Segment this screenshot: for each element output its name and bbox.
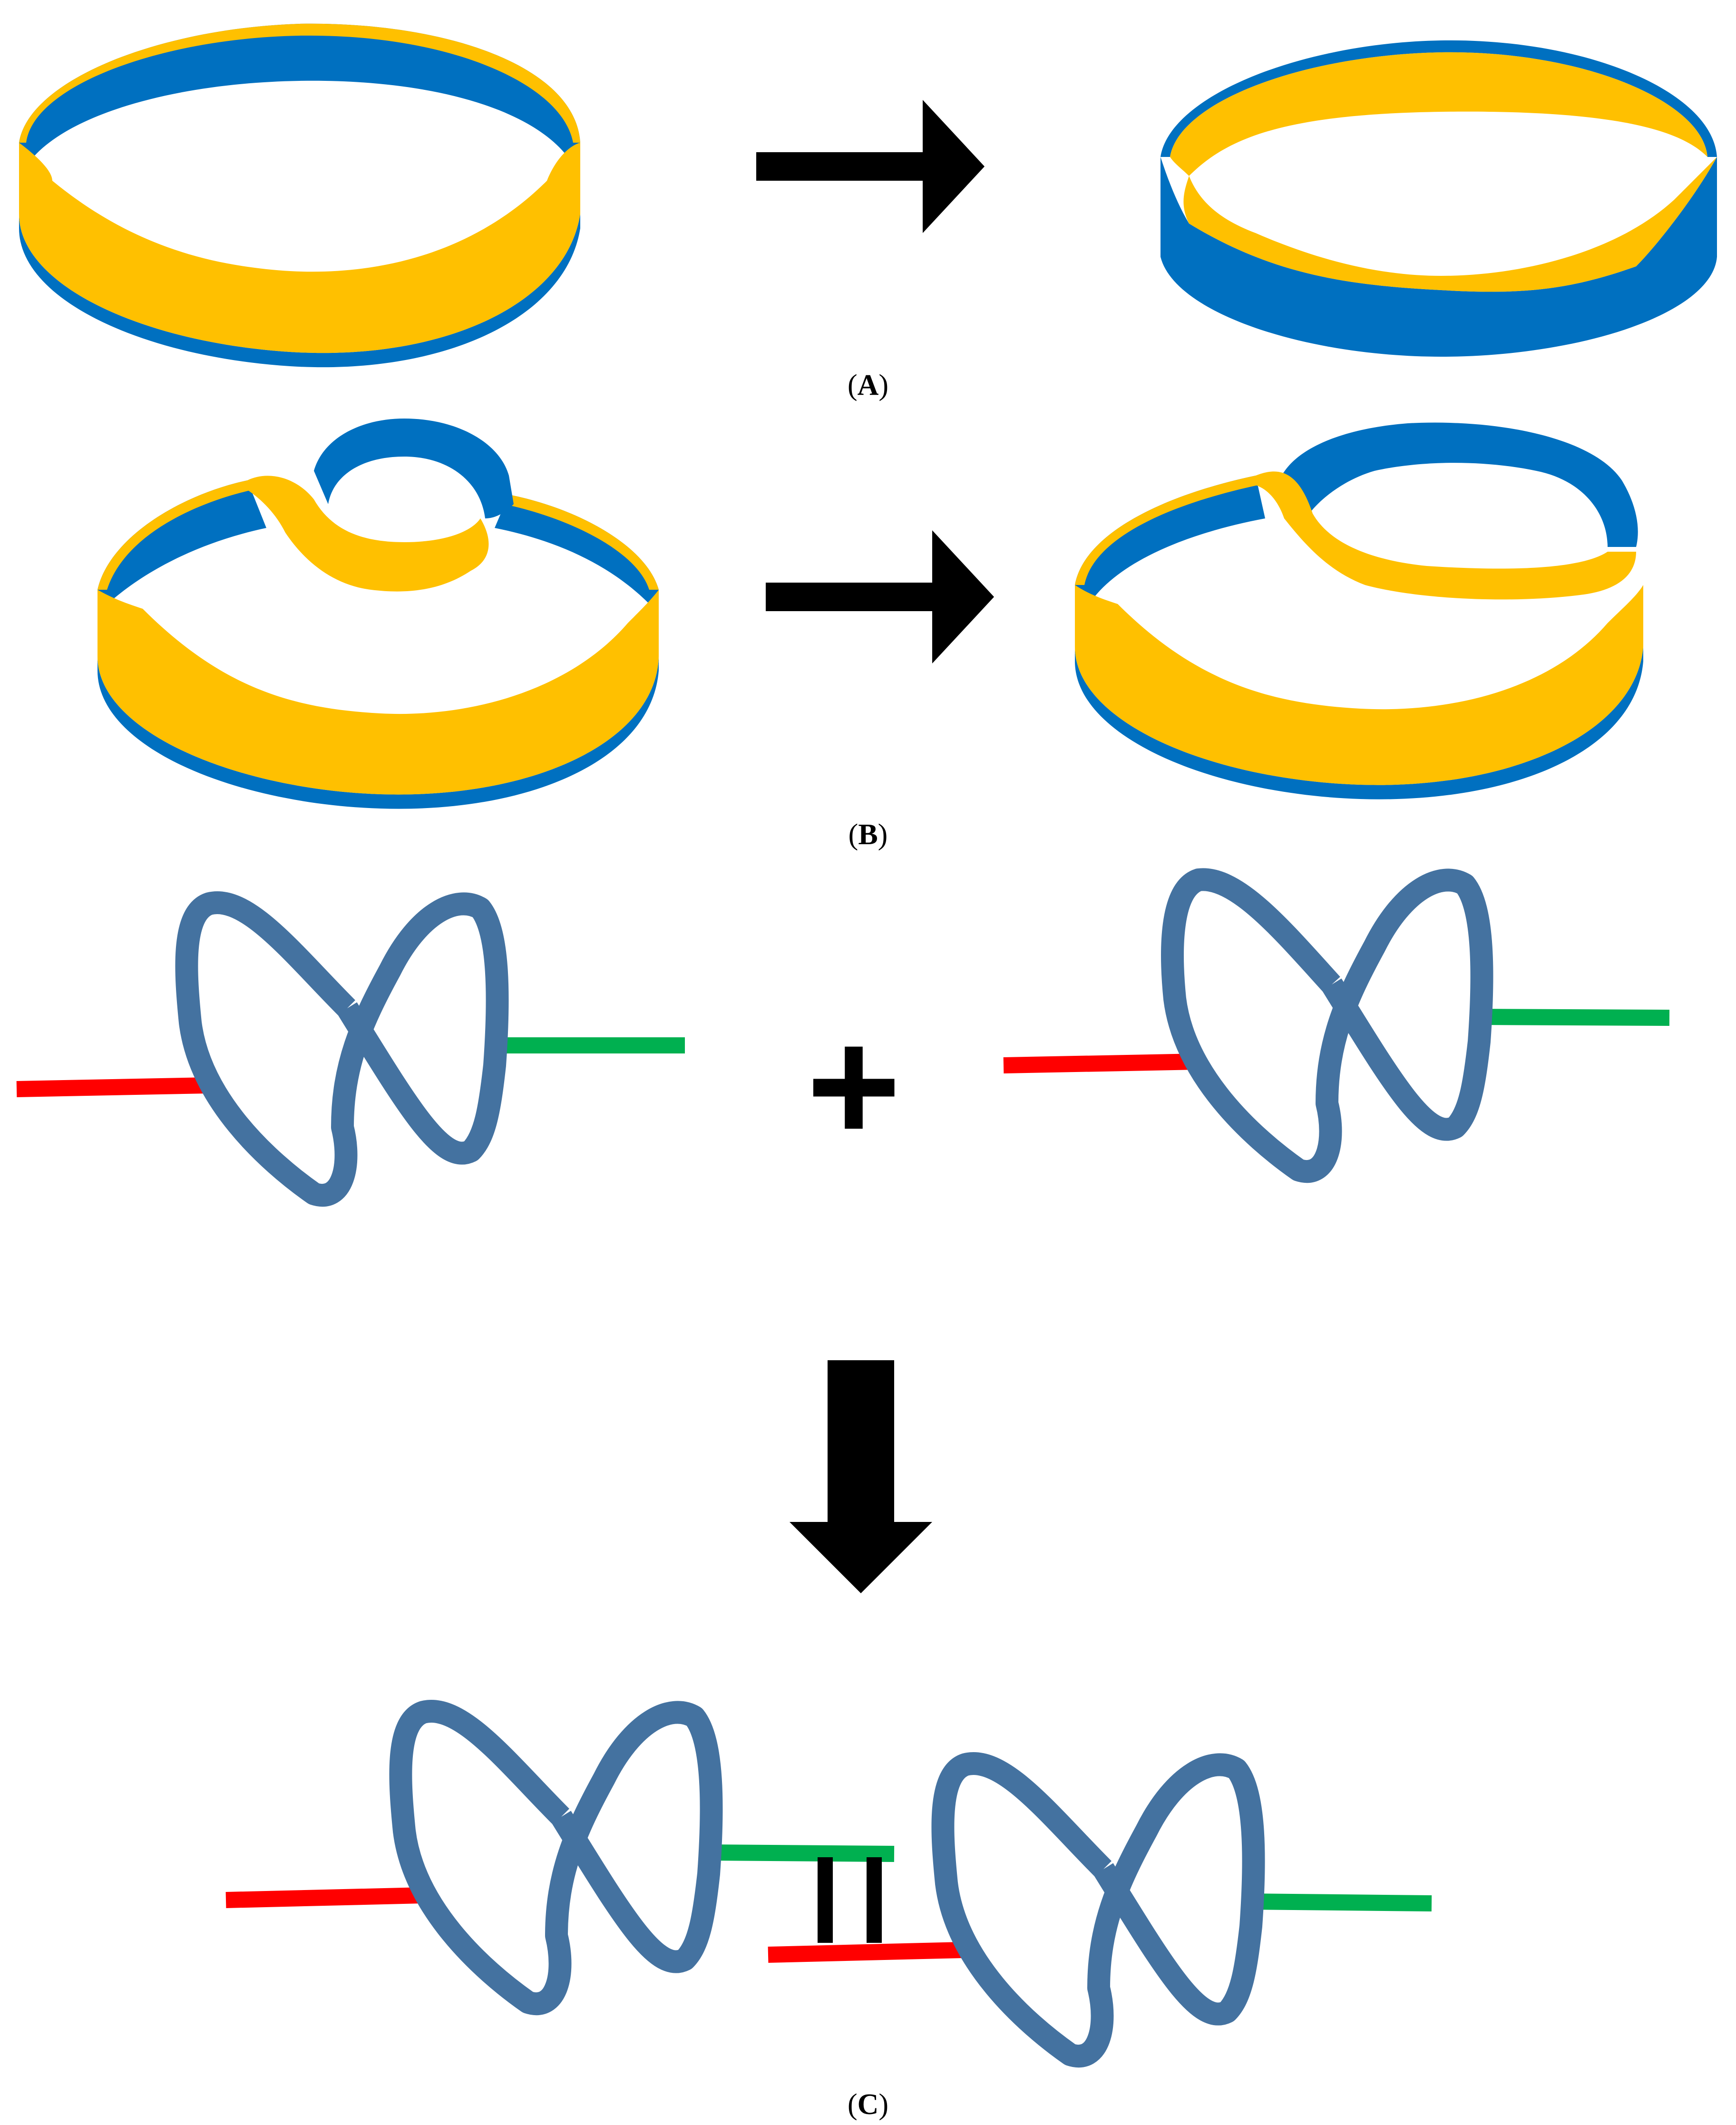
- figure-eight-4: [768, 1752, 1432, 2067]
- ring-lower-band: [1183, 157, 1717, 292]
- panel-b-ring-before: [98, 419, 659, 809]
- ring-front-wall: [1161, 157, 1717, 357]
- panel-a-ring-after: [1161, 40, 1717, 357]
- loop-lower: [247, 476, 489, 592]
- panel-b-label: (B): [848, 819, 888, 851]
- strand-loop: [175, 891, 509, 1207]
- panel-a-ring-before: [19, 23, 580, 368]
- panel-a: (A): [19, 23, 1717, 401]
- ring-rim: [98, 480, 252, 590]
- strand-loop: [931, 1752, 1265, 2067]
- ring-outer-band: [19, 23, 580, 143]
- panel-b: (B): [98, 419, 1643, 851]
- red-segment: [225, 1887, 424, 1908]
- plus-operator: +: [807, 995, 901, 1176]
- figure-eight-2: [1003, 868, 1670, 1183]
- arrow-right: [766, 530, 994, 663]
- strand-loop: [389, 1700, 723, 2015]
- red-segment: [768, 1942, 964, 1963]
- panel-b-ring-after: [1075, 422, 1643, 799]
- green-segment: [1479, 1009, 1670, 1026]
- ring-front-wall: [19, 143, 580, 353]
- ring-inner-band: [19, 23, 580, 181]
- loop-band: [1256, 471, 1636, 600]
- arrow-down: [790, 1360, 932, 1593]
- ring-back-band: [1075, 476, 1265, 604]
- ring-front-wall: [98, 590, 659, 795]
- panel-a-label: (A): [848, 369, 888, 401]
- ring-rim: [1161, 40, 1717, 157]
- ring-inner-band: [1170, 52, 1707, 176]
- panel-c: + (C): [16, 868, 1670, 2121]
- ring-back-band: [98, 480, 266, 609]
- figure-eight-3: [225, 1700, 895, 2015]
- figure-eight-1: [16, 891, 685, 1207]
- strand-loop: [1161, 868, 1493, 1183]
- green-segment: [1246, 1893, 1432, 1911]
- arrow-right: [756, 100, 985, 233]
- ring-rim: [504, 495, 659, 590]
- red-segment: [16, 1077, 210, 1097]
- red-segment: [1003, 1053, 1199, 1073]
- ring-back-band: [495, 495, 659, 609]
- ring-rim: [1075, 476, 1258, 585]
- loop-upper: [314, 419, 514, 518]
- panel-c-label: (C): [848, 2088, 888, 2121]
- ring-front-wall: [1075, 585, 1643, 785]
- loop-upper: [1279, 422, 1638, 547]
- green-segment: [708, 1844, 895, 1862]
